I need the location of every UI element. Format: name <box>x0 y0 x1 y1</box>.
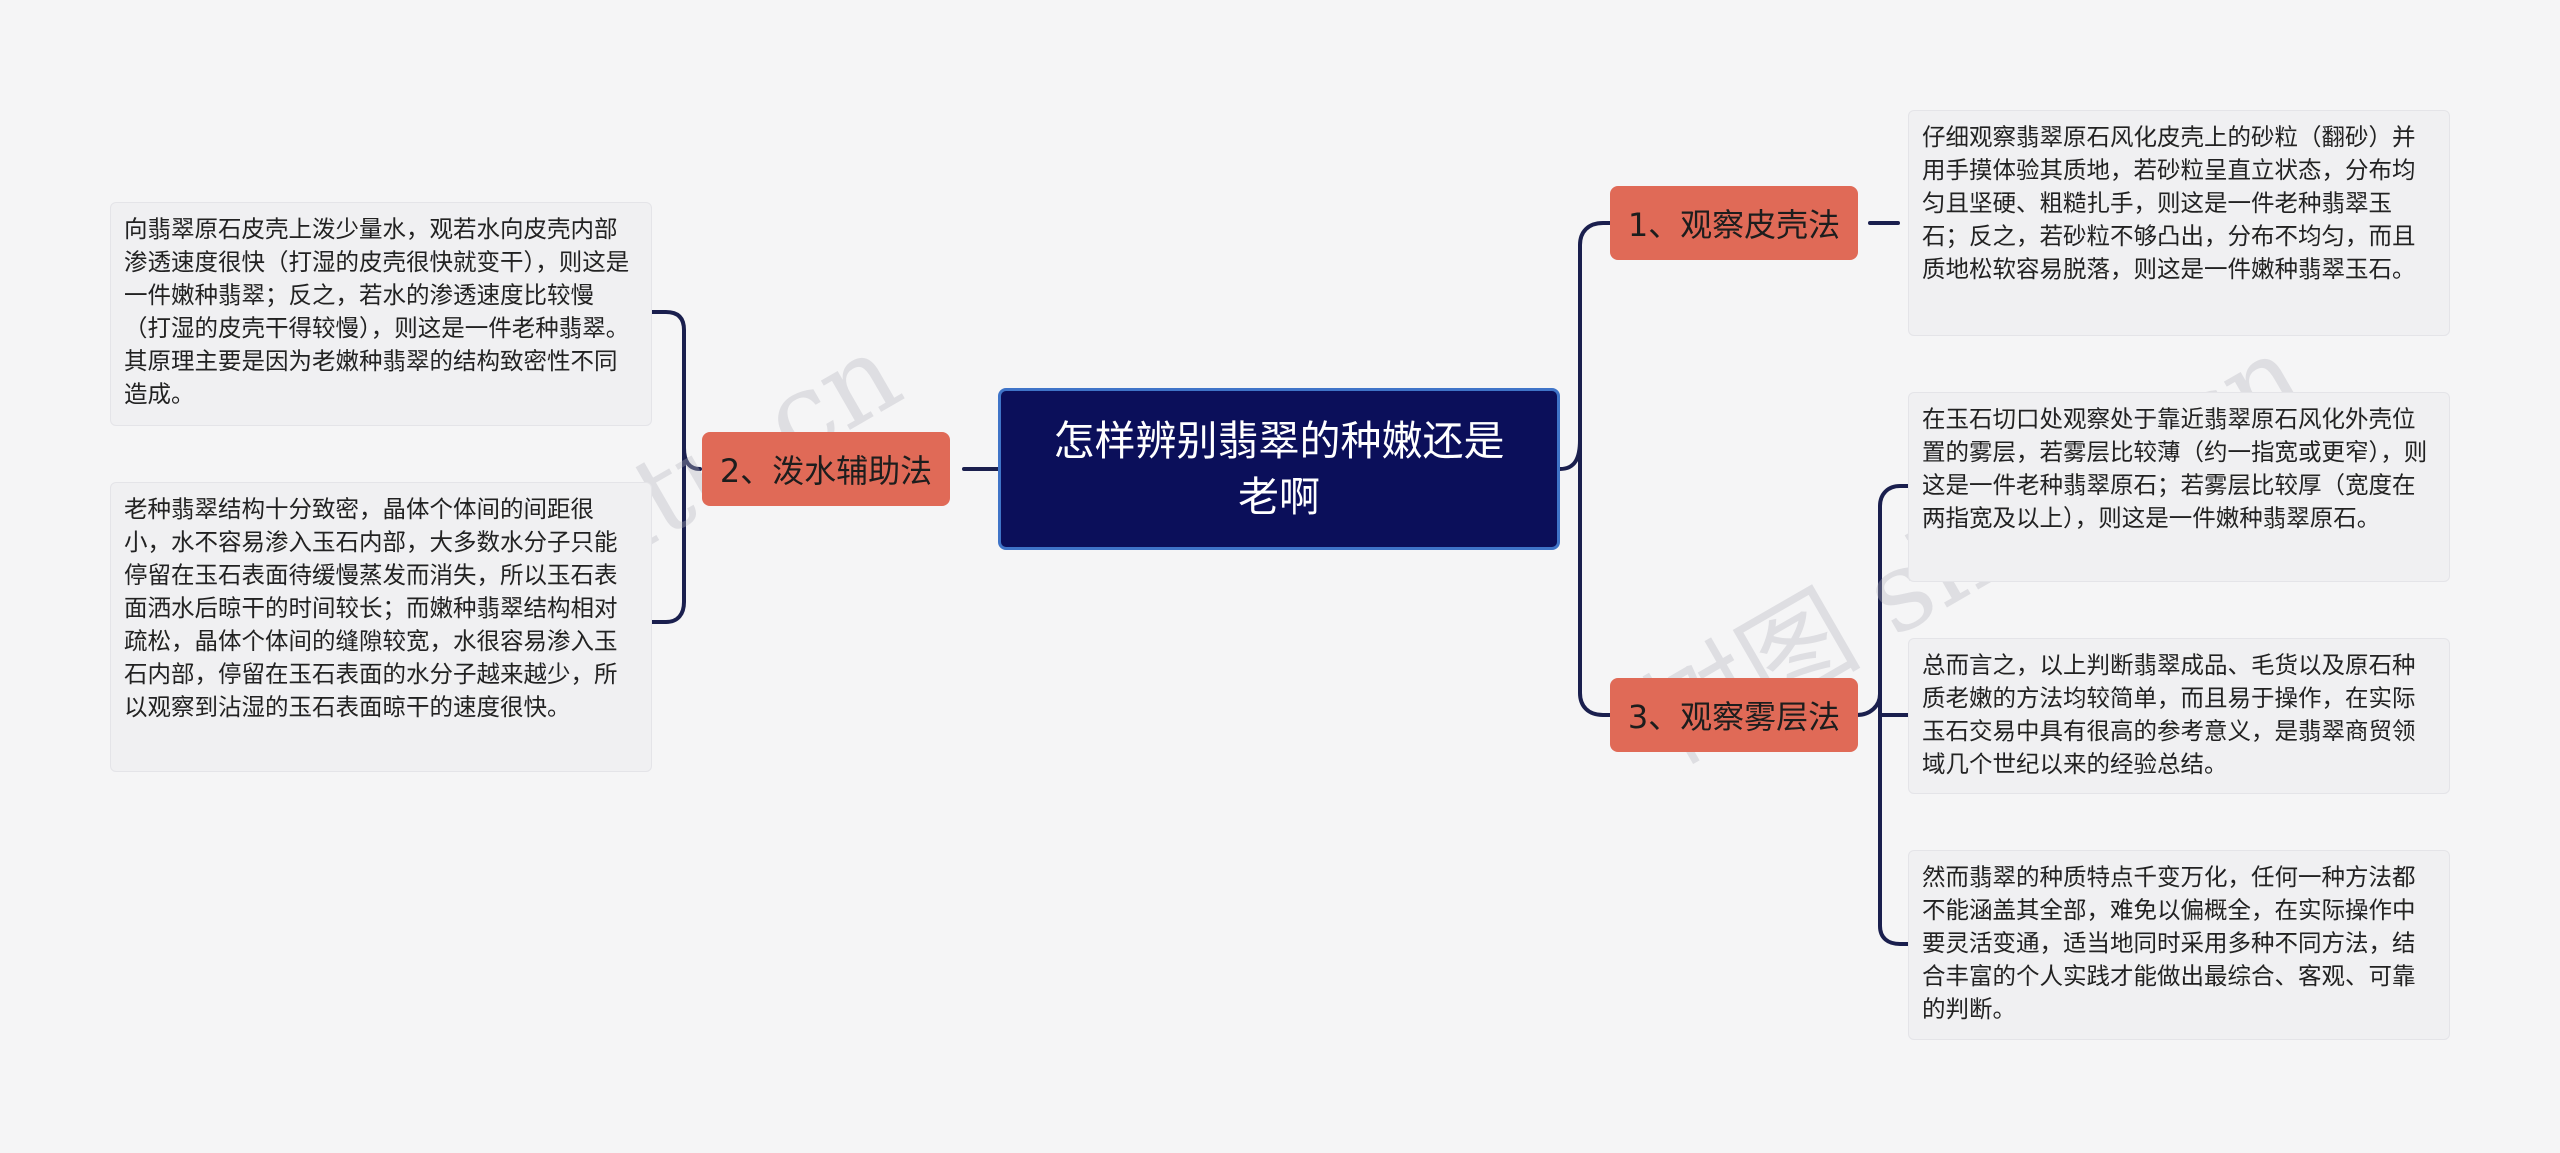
leaf-shell-sand[interactable]: 仔细观察翡翠原石风化皮壳上的砂粒（翻砂）并用手摸体验其质地，若砂粒呈直立状态，分… <box>1908 110 2450 336</box>
leaf-flexible-methods[interactable]: 然而翡翠的种质特点千变万化，任何一种方法都不能涵盖其全部，难免以偏概全，在实际操… <box>1908 850 2450 1040</box>
leaf-summary[interactable]: 总而言之，以上判断翡翠成品、毛货以及原石种质老嫩的方法均较简单，而且易于操作，在… <box>1908 638 2450 794</box>
connector-branch-3-bracket <box>1855 484 1912 946</box>
branch-water-splash[interactable]: 2、泼水辅助法 <box>702 432 950 506</box>
connector-branch-2-bracket <box>650 310 702 624</box>
root-topic[interactable]: 怎样辨别翡翠的种嫩还是老啊 <box>998 388 1560 550</box>
connector-root-right-bracket <box>1558 221 1612 717</box>
branch-observe-fog-layer[interactable]: 3、观察雾层法 <box>1610 678 1858 752</box>
branch-observe-shell[interactable]: 1、观察皮壳法 <box>1610 186 1858 260</box>
leaf-water-structure[interactable]: 老种翡翠结构十分致密，晶体个体间的间距很小，水不容易渗入玉石内部，大多数水分子只… <box>110 482 652 772</box>
leaf-fog-thickness[interactable]: 在玉石切口处观察处于靠近翡翠原石风化外壳位置的雾层，若雾层比较薄（约一指宽或更窄… <box>1908 392 2450 582</box>
leaf-water-fast[interactable]: 向翡翠原石皮壳上泼少量水，观若水向皮壳内部渗透速度很快（打湿的皮壳很快就变干），… <box>110 202 652 426</box>
